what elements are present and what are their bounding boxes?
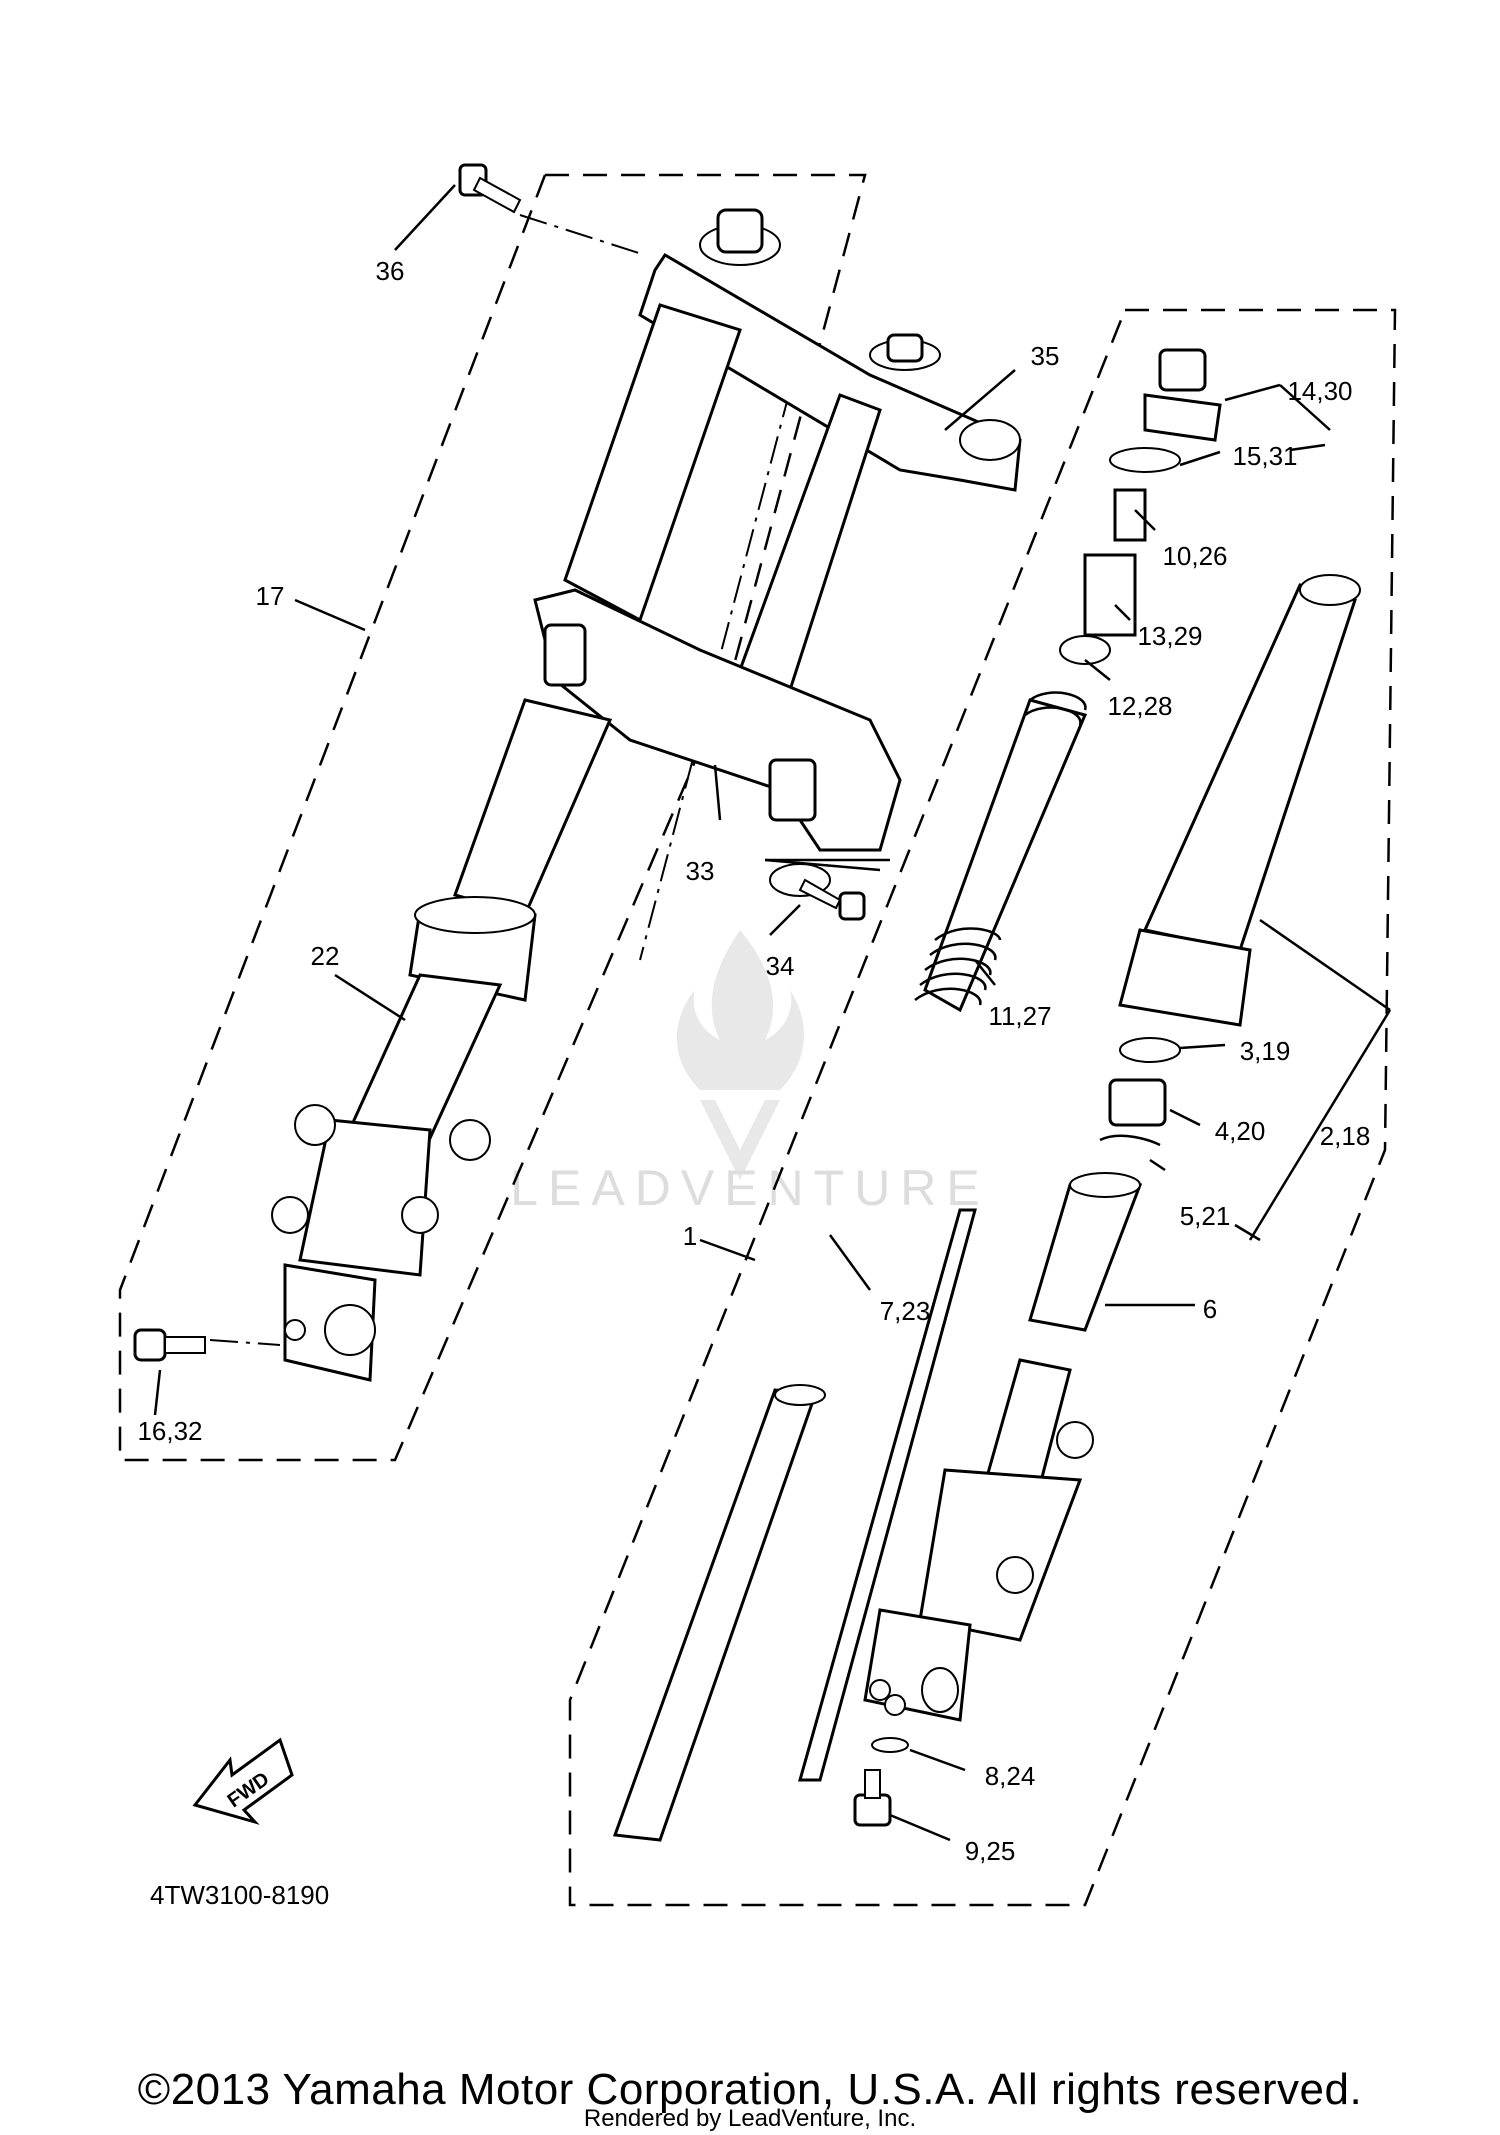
diagram-code: 4TW3100-8190: [150, 1880, 330, 1910]
fwd-arrow-icon: FWD: [192, 1737, 294, 1825]
callout-7-23: 7,23: [880, 1296, 931, 1326]
callout-33: 33: [686, 856, 715, 886]
callout-11-27: 11,27: [988, 1001, 1051, 1031]
callout-6: 6: [1203, 1294, 1217, 1324]
bolt-36: [458, 163, 522, 214]
callout-13-29: 13,29: [1137, 621, 1202, 651]
callout-labels: 36 35 14,30 15,31 10,26 13,29 12,28 17 3…: [137, 256, 1370, 1866]
callout-15-31: 15,31: [1232, 441, 1297, 471]
callout-10-26: 10,26: [1162, 541, 1227, 571]
leadventure-watermark: LEADVENTURE: [510, 930, 990, 1216]
callout-36: 36: [376, 256, 405, 286]
watermark-text: LEADVENTURE: [510, 1160, 990, 1216]
callout-12-28: 12,28: [1107, 691, 1172, 721]
bolt-16-32: [133, 1328, 206, 1362]
callout-5-21: 5,21: [1180, 1201, 1231, 1231]
callout-34: 34: [766, 951, 795, 981]
fork-exploded-parts: [612, 348, 1361, 1842]
left-assembly-outline: [118, 173, 867, 1462]
right-assembly-outline: [568, 308, 1397, 1907]
callout-8-24: 8,24: [985, 1761, 1036, 1791]
rendered-by-notice: Rendered by LeadVenture, Inc.: [583, 2105, 917, 2132]
callout-22: 22: [311, 941, 340, 971]
callout-16-32: 16,32: [137, 1416, 202, 1446]
callout-17: 17: [256, 581, 285, 611]
copyright-notice: ©2013 Yamaha Motor Corporation, U.S.A. A…: [137, 2065, 1363, 2114]
bolt-34: [798, 878, 866, 921]
callout-14-30: 14,30: [1287, 376, 1352, 406]
callout-9-25: 9,25: [965, 1836, 1016, 1866]
fork-assembly-17: [271, 208, 1022, 1382]
callout-1: 1: [683, 1221, 697, 1251]
callout-2-18: 2,18: [1320, 1121, 1371, 1151]
leader-lines: [153, 184, 1392, 1842]
callout-4-20: 4,20: [1215, 1116, 1266, 1146]
callout-35: 35: [1031, 341, 1060, 371]
callout-3-19: 3,19: [1240, 1036, 1291, 1066]
